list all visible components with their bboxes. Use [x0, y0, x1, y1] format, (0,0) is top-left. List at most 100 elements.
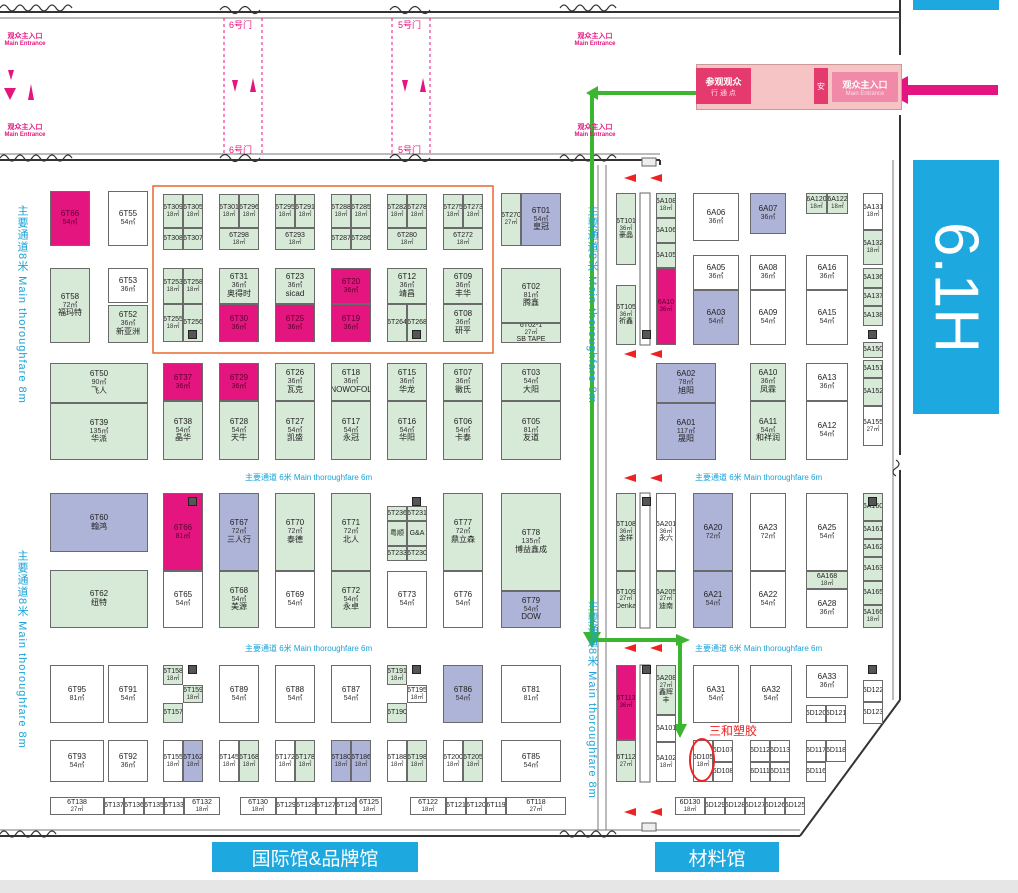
booth[interactable]: 6D117 [806, 740, 826, 762]
booth[interactable]: 6A161 [863, 521, 883, 539]
booth[interactable]: 6T231 [407, 506, 427, 521]
booth[interactable]: 6D115 [770, 762, 790, 782]
booth[interactable]: 6D125 [785, 797, 805, 815]
booth[interactable]: 6D129 [705, 797, 725, 815]
booth[interactable]: 6D127 [745, 797, 765, 815]
booth[interactable]: 6T137 [104, 797, 124, 815]
booth[interactable]: 6D128 [725, 797, 745, 815]
booth[interactable]: G&A [407, 521, 427, 546]
booth[interactable]: 6D121 [826, 705, 846, 723]
booth[interactable]: 6T135 [144, 797, 164, 815]
booth[interactable]: 6A165 [863, 581, 883, 605]
booth[interactable]: 6D123 [863, 702, 883, 724]
booth[interactable]: 6A136 [863, 268, 883, 288]
booth[interactable]: 6D116 [806, 762, 826, 782]
booth[interactable]: 6D107 [713, 740, 733, 762]
booth[interactable]: 6D112 [750, 740, 770, 762]
booth[interactable]: 6D118 [826, 740, 846, 762]
booth[interactable]: 6A101 [656, 715, 676, 742]
booth[interactable]: 6T286 [351, 228, 371, 250]
booth[interactable]: 6T230 [407, 546, 427, 561]
booth[interactable]: 6T287 [331, 228, 351, 250]
booth[interactable]: 6T133 [164, 797, 184, 815]
booth[interactable]: 6A150 [863, 342, 883, 358]
booth[interactable]: 6T121 [446, 797, 466, 815]
booth[interactable]: 6T127 [316, 797, 336, 815]
booth[interactable]: 6A106 [656, 218, 676, 243]
booth[interactable]: 6T129 [276, 797, 296, 815]
